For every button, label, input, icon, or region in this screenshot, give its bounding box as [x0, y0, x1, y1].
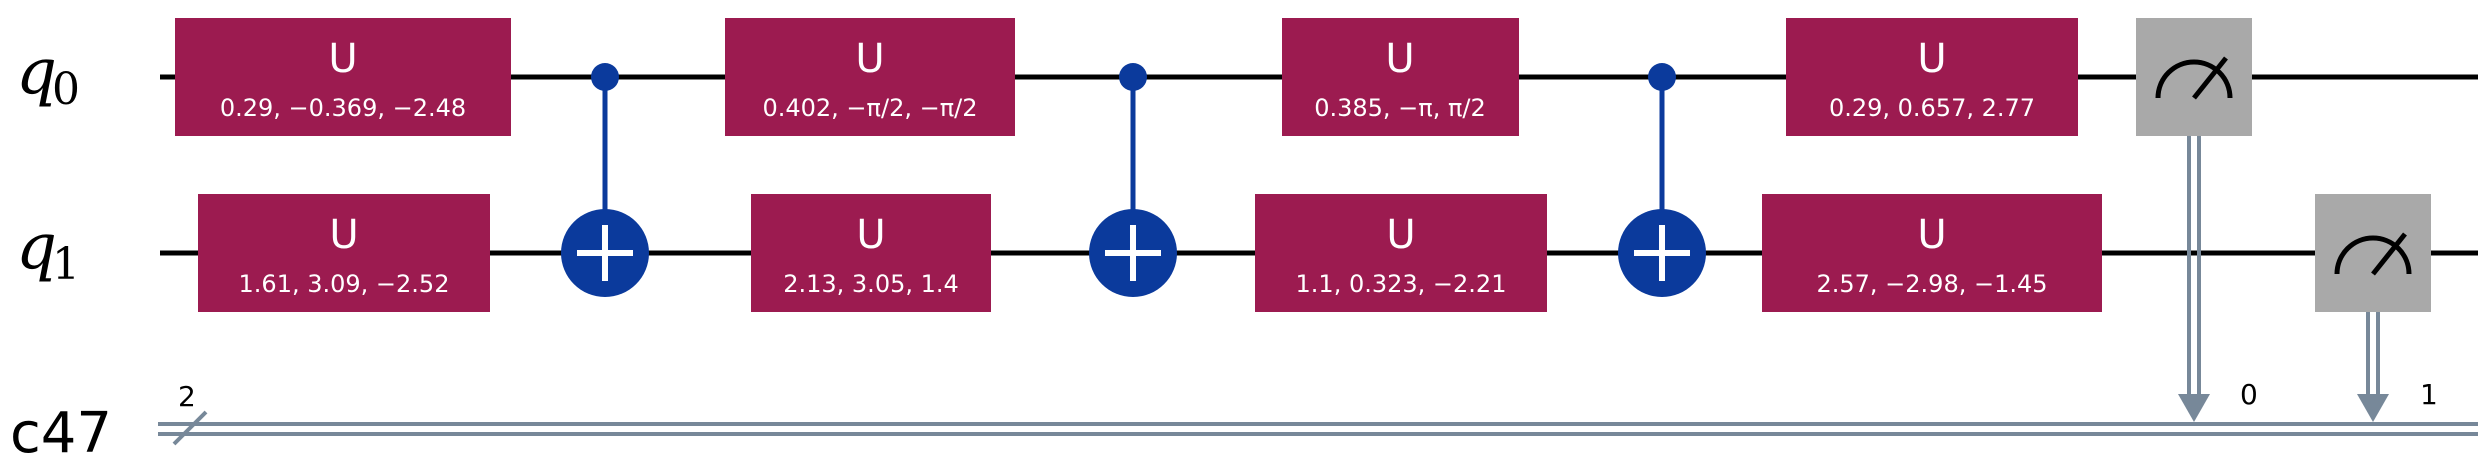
u-gate-4-name: U [856, 212, 885, 258]
u-gate-3-params: 0.402, −π/2, −π/2 [762, 94, 977, 122]
u-gate-4-params: 2.13, 3.05, 1.4 [783, 270, 959, 298]
u-gate-7: U 0.29, 0.657, 2.77 [1786, 18, 2078, 136]
cnot-control-dot [1648, 63, 1676, 91]
oplus-icon [1618, 209, 1706, 297]
measure-classical-link [2178, 136, 2210, 422]
meter-icon [2155, 56, 2233, 100]
u-gate-5-name: U [1385, 36, 1414, 82]
cnot-gate-3 [1618, 63, 1706, 297]
bus-slash [172, 410, 208, 446]
qubit-1-label-index: 1 [52, 239, 80, 290]
measure-q0-clbit-index: 0 [2240, 378, 2258, 411]
u-gate-5-params: 0.385, −π, π/2 [1314, 94, 1486, 122]
classical-register-wire [158, 422, 2478, 436]
u-gate-1-params: 0.29, −0.369, −2.48 [220, 94, 466, 122]
u-gate-2-name: U [329, 212, 358, 258]
u-gate-7-params: 0.29, 0.657, 2.77 [1829, 94, 2035, 122]
u-gate-5: U 0.385, −π, π/2 [1282, 18, 1519, 136]
u-gate-4: U 2.13, 3.05, 1.4 [751, 194, 991, 312]
qubit-1-label-name: q [16, 210, 57, 284]
cnot-control-dot [591, 63, 619, 91]
u-gate-6-name: U [1386, 212, 1415, 258]
u-gate-1: U 0.29, −0.369, −2.48 [175, 18, 511, 136]
qubit-1-label: q 1 [16, 210, 80, 290]
measure-q1-clbit-index: 1 [2420, 378, 2438, 411]
u-gate-7-name: U [1917, 36, 1946, 82]
measure-gate-q1: 1 [2315, 194, 2438, 422]
qubit-0-label-index: 0 [52, 64, 80, 115]
u-gate-8-name: U [1917, 212, 1946, 258]
oplus-icon [561, 209, 649, 297]
u-gate-2: U 1.61, 3.09, −2.52 [198, 194, 490, 312]
classical-register-label: c47 [10, 401, 112, 466]
u-gate-6: U 1.1, 0.323, −2.21 [1255, 194, 1547, 312]
u-gate-8: U 2.57, −2.98, −1.45 [1762, 194, 2102, 312]
qubit-0-label-name: q [16, 35, 57, 109]
u-gate-2-params: 1.61, 3.09, −2.52 [239, 270, 450, 298]
meter-icon [2334, 232, 2412, 276]
u-gate-6-params: 1.1, 0.323, −2.21 [1296, 270, 1507, 298]
oplus-icon [1089, 209, 1177, 297]
u-gate-3-name: U [855, 36, 884, 82]
cnot-gate-2 [1089, 63, 1177, 297]
measure-gate-q0: 0 [2136, 18, 2258, 422]
u-gate-8-params: 2.57, −2.98, −1.45 [1816, 270, 2047, 298]
cnot-control-dot [1119, 63, 1147, 91]
measure-classical-link [2357, 312, 2389, 422]
u-gate-3: U 0.402, −π/2, −π/2 [725, 18, 1015, 136]
classical-register-width: 2 [178, 380, 196, 413]
u-gate-1-name: U [328, 36, 357, 82]
qubit-0-label: q 0 [16, 35, 80, 115]
cnot-gate-1 [561, 63, 649, 297]
